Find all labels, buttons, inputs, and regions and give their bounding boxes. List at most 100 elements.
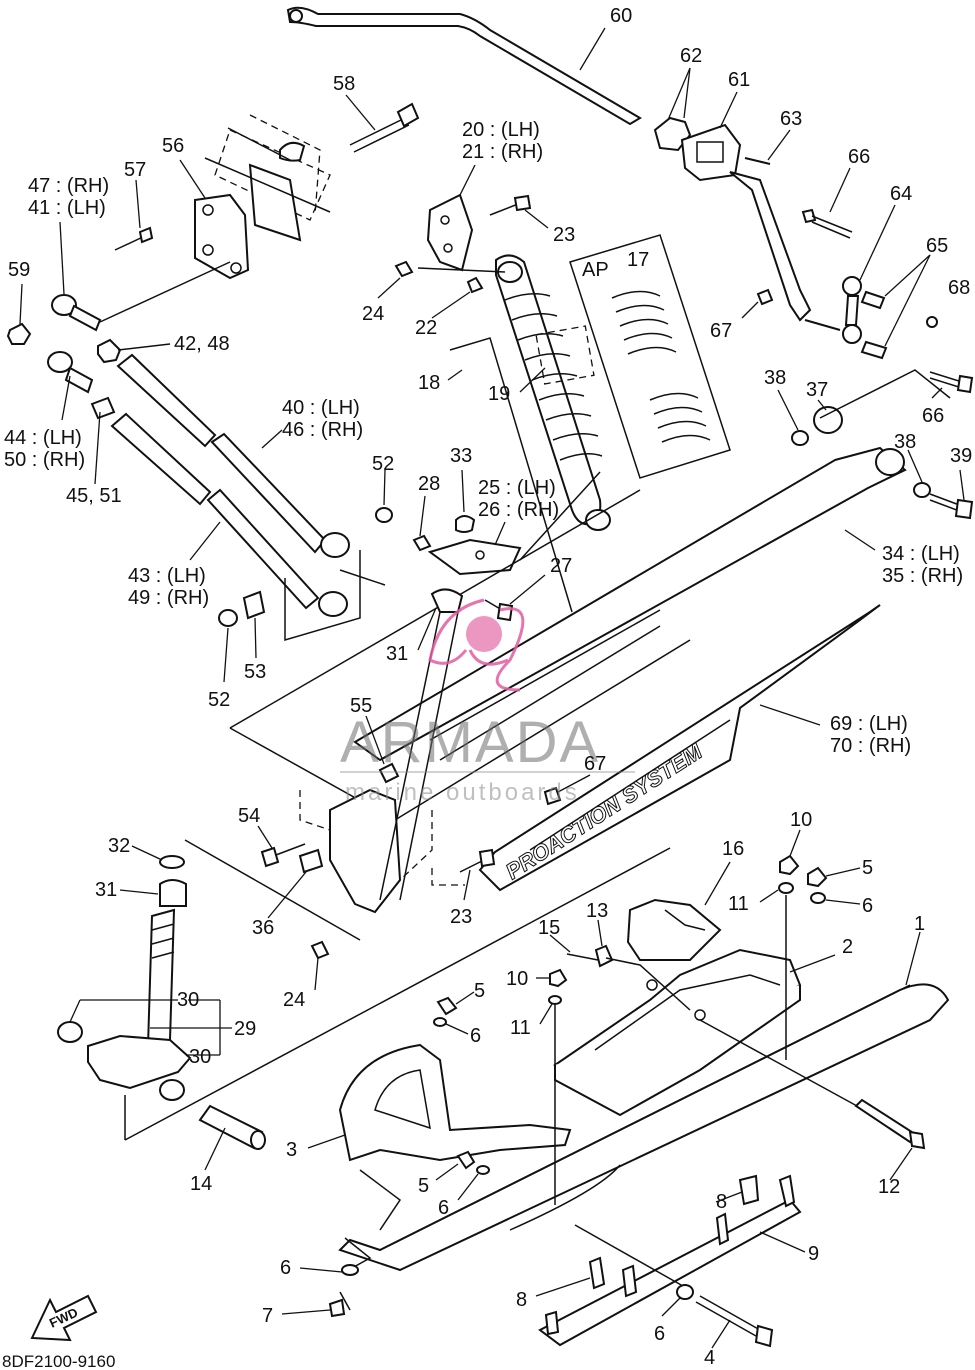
callout-19: 19 bbox=[488, 383, 510, 405]
callout-17: 17 bbox=[627, 249, 649, 271]
fwd-arrow-icon: FWD bbox=[30, 1294, 98, 1342]
bracket-25-26 bbox=[412, 469, 546, 622]
callout-29: 29 bbox=[234, 1018, 256, 1040]
tie-rods bbox=[110, 353, 350, 617]
cushion-16 bbox=[626, 861, 731, 961]
callout-42: 42, 48 bbox=[174, 333, 230, 355]
callout-37: 37 bbox=[806, 379, 828, 401]
callout-24a: 24 bbox=[362, 303, 384, 325]
callout-67a: 67 bbox=[710, 320, 732, 342]
pin-57 bbox=[114, 179, 154, 251]
callout-34: 34 : (LH) bbox=[882, 543, 960, 565]
callout-21: 21 : (RH) bbox=[462, 141, 543, 163]
rod-end-47-41 bbox=[6, 221, 231, 345]
callout-6a: 6 bbox=[862, 895, 873, 917]
callout-13: 13 bbox=[586, 900, 608, 922]
callout-66a: 66 bbox=[848, 146, 870, 168]
callout-5b: 5 bbox=[474, 980, 485, 1002]
callout-31b: 31 bbox=[95, 879, 117, 901]
saddle-2 bbox=[553, 948, 836, 1117]
callout-59: 59 bbox=[8, 259, 30, 281]
callout-8b: 8 bbox=[516, 1289, 527, 1311]
callout-41: 41 : (LH) bbox=[28, 197, 106, 219]
callout-5a: 5 bbox=[862, 857, 873, 879]
bolt-4-washer-6 bbox=[574, 1224, 774, 1349]
armada-logo-icon bbox=[428, 598, 525, 692]
callout-66b: 66 bbox=[922, 405, 944, 427]
callout-9: 9 bbox=[808, 1243, 819, 1265]
bolt-66-right bbox=[929, 371, 974, 399]
callout-4: 4 bbox=[704, 1347, 715, 1369]
bushings-52-53 bbox=[218, 469, 393, 683]
callout-44: 44 : (LH) bbox=[4, 427, 82, 449]
bolt-12 bbox=[699, 1019, 926, 1181]
callout-32: 32 bbox=[108, 835, 130, 857]
callout-11b: 11 bbox=[510, 1017, 531, 1039]
callout-49: 49 : (RH) bbox=[128, 587, 209, 609]
fasteners-upper-right bbox=[759, 829, 861, 1060]
screw-7-washer-6 bbox=[281, 1237, 372, 1318]
callout-68: 68 bbox=[948, 277, 970, 299]
callout-33: 33 bbox=[450, 445, 472, 467]
ski-1 bbox=[338, 931, 950, 1272]
callout-40: 40 : (LH) bbox=[282, 397, 360, 419]
callout-50: 50 : (RH) bbox=[4, 449, 85, 471]
callout-6d: 6 bbox=[280, 1257, 291, 1279]
callout-14: 14 bbox=[190, 1173, 212, 1195]
callout-5c: 5 bbox=[418, 1175, 429, 1197]
frame-bracket-area bbox=[204, 114, 331, 242]
callout-15: 15 bbox=[538, 917, 560, 939]
callout-36: 36 bbox=[252, 917, 274, 939]
callout-22: 22 bbox=[415, 317, 437, 339]
callout-62: 62 bbox=[680, 45, 702, 67]
nut-42-48 bbox=[97, 338, 171, 364]
shaft-14 bbox=[198, 1104, 266, 1171]
callout-55: 55 bbox=[350, 695, 372, 717]
callout-57: 57 bbox=[124, 159, 146, 181]
callout-60: 60 bbox=[610, 5, 632, 27]
fasteners-mid bbox=[433, 968, 568, 1205]
callout-63: 63 bbox=[780, 108, 802, 130]
nut-67-top bbox=[741, 288, 774, 319]
bracket-61 bbox=[653, 67, 791, 182]
callout-26: 26 : (RH) bbox=[478, 499, 559, 521]
callout-58: 58 bbox=[333, 73, 355, 95]
watermark-tagline: marine outboards bbox=[345, 779, 580, 806]
callout-31a: 31 bbox=[386, 643, 408, 665]
callout-64: 64 bbox=[890, 183, 912, 205]
axle-34-35 bbox=[353, 369, 974, 762]
callout-38b: 38 bbox=[894, 431, 916, 453]
callout-2: 2 bbox=[842, 936, 853, 958]
callout-30a: 30 bbox=[177, 989, 199, 1011]
link-rod-64 bbox=[729, 171, 938, 360]
callout-AP: AP bbox=[582, 259, 609, 281]
callout-70: 70 : (RH) bbox=[830, 735, 911, 757]
callout-10b: 10 bbox=[506, 968, 528, 990]
callout-10a: 10 bbox=[790, 809, 812, 831]
bolt-58 bbox=[345, 94, 420, 153]
stabilizer-bar-60 bbox=[286, 6, 642, 126]
callout-1: 1 bbox=[914, 913, 925, 935]
callout-6e: 6 bbox=[654, 1323, 665, 1345]
spindle-29 bbox=[57, 839, 671, 1141]
callout-52b: 52 bbox=[208, 689, 230, 711]
shock-bracket-20-21 bbox=[377, 164, 549, 319]
callout-39: 39 bbox=[950, 445, 972, 467]
callout-43: 43 : (LH) bbox=[128, 565, 206, 587]
callout-45: 45, 51 bbox=[66, 485, 122, 507]
rod-end-44-50 bbox=[47, 351, 116, 485]
callout-8a: 8 bbox=[716, 1191, 727, 1213]
callout-35: 35 : (RH) bbox=[882, 565, 963, 587]
bracket-56 bbox=[179, 159, 250, 280]
callout-12: 12 bbox=[878, 1176, 900, 1198]
callout-52a: 52 bbox=[372, 453, 394, 475]
callout-7: 7 bbox=[262, 1305, 273, 1327]
bolt-66-top bbox=[801, 167, 853, 239]
callout-3: 3 bbox=[286, 1139, 297, 1161]
ski-handle-3 bbox=[307, 1043, 572, 1231]
callout-16: 16 bbox=[722, 838, 744, 860]
callout-28: 28 bbox=[418, 473, 440, 495]
watermark-brand: ARMADA bbox=[340, 710, 600, 775]
